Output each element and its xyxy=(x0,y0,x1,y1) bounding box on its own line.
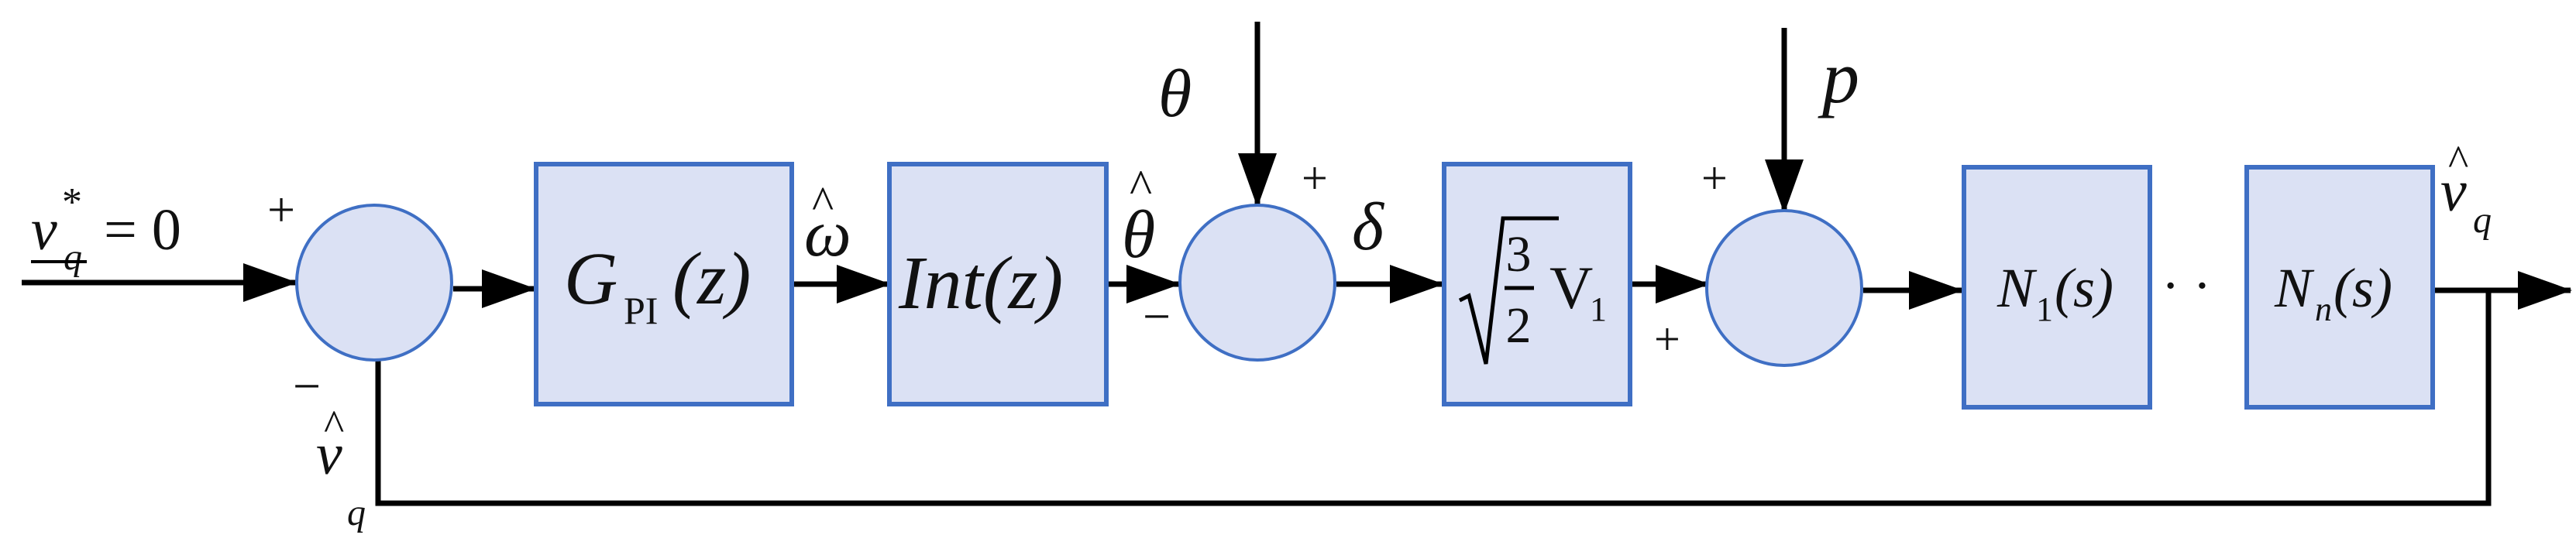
gain-denominator: 2 xyxy=(1506,297,1532,354)
gain-block xyxy=(1442,162,1632,406)
summing-junction-3 xyxy=(1705,209,1863,367)
gain-var: V xyxy=(1549,254,1593,321)
cascade-dots: · · xyxy=(2162,256,2211,316)
nn-arg: (s) xyxy=(2334,257,2392,319)
gain-sub: 1 xyxy=(1590,290,1607,328)
gpi-var: G xyxy=(564,237,617,320)
n1-block-label: N 1 (s) xyxy=(1996,257,2113,328)
sum3-plus-bottom-sign: + xyxy=(1654,314,1680,365)
nn-block-label: N n (s) xyxy=(2274,257,2392,328)
int-block xyxy=(887,162,1109,406)
theta-input-label: θ xyxy=(1158,57,1192,132)
n1-sub: 1 xyxy=(2036,290,2053,328)
output-label: v ^ q xyxy=(2440,137,2492,241)
feedback-path-line xyxy=(375,290,2492,506)
gpi-block-label: G PI (z) xyxy=(564,237,751,332)
output-var: v xyxy=(2440,159,2467,224)
theta-hat-var: θ xyxy=(1122,197,1155,273)
reference-eq: = 0 xyxy=(104,197,181,262)
int-block-label: Int(z) xyxy=(898,242,1063,325)
nn-var: N xyxy=(2274,257,2315,319)
gpi-sub: PI xyxy=(624,289,658,332)
p-input-label: p xyxy=(1818,36,1859,118)
feedback-sub: q xyxy=(347,492,366,533)
gpi-arg: (z) xyxy=(672,237,751,320)
reference-sup: * xyxy=(62,180,82,225)
reference-var: v xyxy=(31,197,57,262)
omega-var: ω xyxy=(804,196,851,270)
sum2-minus-sign: − xyxy=(1143,289,1171,344)
n1-var: N xyxy=(1996,257,2038,319)
reference-sub: q xyxy=(64,237,82,278)
delta-signal-label: δ xyxy=(1352,190,1385,265)
omega-hat: ^ xyxy=(812,177,834,228)
summing-junction-1 xyxy=(295,204,453,362)
gain-block-label: 3 2 V 1 xyxy=(1458,216,1607,365)
theta-hat-signal-label: θ ^ xyxy=(1122,161,1155,273)
feedback-label: v ^ q xyxy=(316,402,366,533)
output-hat: ^ xyxy=(2448,137,2468,185)
sum1-minus-sign: − xyxy=(293,358,321,413)
summing-junction-2 xyxy=(1178,204,1336,362)
nn-block xyxy=(2244,165,2435,410)
gain-numerator: 3 xyxy=(1506,226,1532,283)
omega-signal-label: ω ^ xyxy=(804,177,851,270)
sum3-plus-top-sign: + xyxy=(1701,153,1728,204)
sum2-plus-sign: + xyxy=(1302,153,1328,204)
n1-block xyxy=(1962,165,2152,410)
nn-sub: n xyxy=(2315,290,2332,328)
output-sub: q xyxy=(2473,200,2492,241)
reference-label: v q * = 0 xyxy=(31,180,181,278)
feedback-hat: ^ xyxy=(324,402,344,450)
feedback-var: v xyxy=(316,422,342,487)
theta-hat-hat: ^ xyxy=(1130,161,1152,214)
sqrt-radical xyxy=(1458,216,1559,365)
gpi-block xyxy=(534,162,794,406)
n1-arg: (s) xyxy=(2055,257,2113,319)
sum1-plus-sign: + xyxy=(267,182,295,237)
